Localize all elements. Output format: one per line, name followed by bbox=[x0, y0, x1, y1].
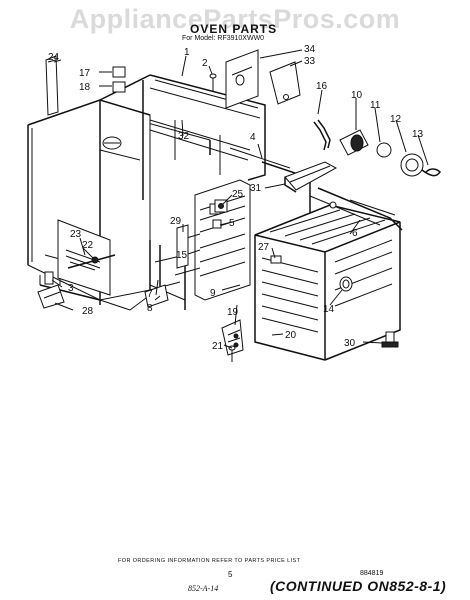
callout-4: 4 bbox=[250, 132, 256, 143]
ordering-note: FOR ORDERING INFORMATION REFER TO PARTS … bbox=[118, 558, 301, 564]
callout-23: 23 bbox=[70, 229, 82, 240]
callout-7: 7 bbox=[147, 289, 153, 300]
callout-8: 8 bbox=[147, 303, 153, 314]
callout-16: 16 bbox=[316, 81, 328, 92]
part-16-tube bbox=[317, 119, 331, 149]
callout-20: 20 bbox=[285, 330, 297, 341]
callout-18: 18 bbox=[79, 82, 91, 93]
callout-2: 2 bbox=[202, 58, 208, 69]
page-number: 5 bbox=[228, 570, 233, 579]
callout-19: 19 bbox=[227, 307, 239, 318]
callout-3: 3 bbox=[68, 283, 74, 294]
oven-light-assembly bbox=[339, 129, 441, 177]
model-number: For Model: RF3910XWW0 bbox=[182, 35, 265, 42]
leveling-bracket bbox=[37, 271, 65, 309]
callout-numbers: 1 2 3 4 5 6 7 8 9 10 11 12 13 14 15 16 1… bbox=[48, 44, 424, 352]
callout-11: 11 bbox=[370, 100, 381, 111]
handwritten-reference: 852-A-14 bbox=[188, 584, 219, 593]
part-22-bar bbox=[67, 254, 116, 269]
callout-10: 10 bbox=[351, 90, 363, 101]
leader-lines bbox=[51, 49, 429, 349]
callout-24: 24 bbox=[48, 52, 60, 63]
top-left-small-parts bbox=[45, 55, 126, 116]
callout-21: 21 bbox=[212, 341, 224, 352]
diagram-code: 884819 bbox=[360, 570, 384, 577]
diagram-title: OVEN PARTS bbox=[190, 22, 278, 36]
callout-29: 29 bbox=[170, 216, 182, 227]
callout-17: 17 bbox=[79, 68, 91, 79]
callout-32: 32 bbox=[178, 131, 190, 142]
callout-9: 9 bbox=[210, 288, 216, 299]
callout-28: 28 bbox=[82, 306, 94, 317]
callout-27: 27 bbox=[258, 242, 270, 253]
callout-30: 30 bbox=[344, 338, 356, 349]
callout-13: 13 bbox=[412, 129, 424, 140]
callout-12: 12 bbox=[390, 114, 402, 125]
callout-34: 34 bbox=[304, 44, 316, 55]
leveling-leg bbox=[381, 331, 399, 348]
callout-31: 31 bbox=[250, 183, 262, 194]
callout-1: 1 bbox=[184, 47, 190, 58]
callout-25: 25 bbox=[232, 189, 244, 200]
callout-22: 22 bbox=[82, 240, 94, 251]
rear-cover-bracket bbox=[225, 49, 301, 109]
callout-14: 14 bbox=[323, 304, 335, 315]
center-bracket-assembly bbox=[144, 179, 282, 362]
callout-33: 33 bbox=[304, 56, 316, 67]
broil-element bbox=[284, 161, 338, 193]
continued-note: (CONTINUED ON852-8-1) bbox=[270, 578, 447, 594]
callout-6: 6 bbox=[352, 228, 358, 239]
callout-15: 15 bbox=[176, 250, 188, 261]
oven-cavity bbox=[254, 187, 403, 361]
cabinet-frame bbox=[27, 74, 311, 311]
watermark: AppliancePartsPros.com bbox=[69, 4, 401, 34]
callout-5: 5 bbox=[229, 218, 235, 229]
